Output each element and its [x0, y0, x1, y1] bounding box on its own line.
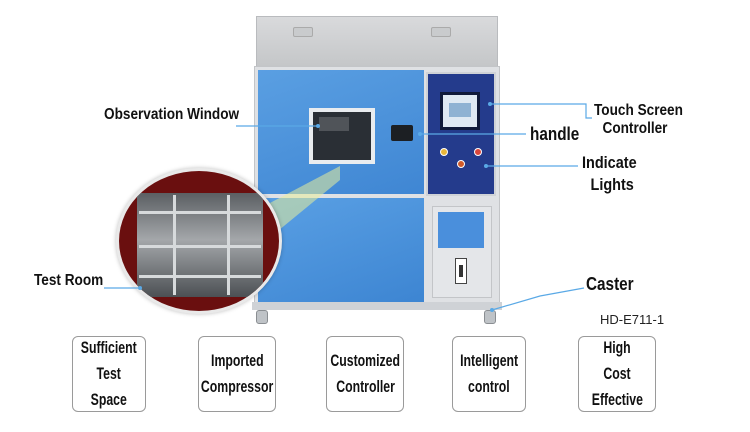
rack-bar [139, 245, 261, 248]
touch-screen-label-line2: Controller [602, 120, 668, 137]
indicator-light-2 [474, 148, 482, 156]
top-housing [256, 16, 498, 68]
feature-line1: High Cost [603, 338, 631, 383]
indicate-lights-label: Indicate Lights [582, 152, 637, 196]
power-socket [455, 258, 467, 284]
rack-post [227, 195, 230, 295]
feature-line2: Effective [591, 390, 643, 409]
feature-line1: Imported [210, 351, 264, 370]
rack-bar [139, 275, 261, 278]
rack-post [173, 195, 176, 295]
feature-line2: control [468, 377, 510, 396]
top-knob-left [293, 27, 313, 37]
handle-label: handle [530, 124, 580, 144]
vent-panel [438, 212, 484, 248]
door-handle [391, 125, 413, 141]
model-code: HD-E711-1 [600, 312, 665, 327]
rack-bar [139, 211, 261, 214]
touch-screen-label-line1: Touch Screen [594, 102, 683, 119]
feature-line1: Sufficient [81, 338, 137, 357]
feature-line1: Customized [330, 351, 400, 370]
feature-line2: Controller [335, 377, 395, 396]
caster-wheel-right [484, 310, 496, 324]
feature-box-intelligent-control: Intelligent control [452, 336, 526, 412]
indicate-lights-line2: Lights [590, 175, 634, 194]
observation-window-label: Observation Window [104, 106, 240, 123]
indicator-light-3 [457, 160, 465, 168]
feature-line1: Intelligent [459, 351, 519, 370]
feature-line2: Test Space [90, 364, 128, 409]
test-room-inset-photo [116, 168, 282, 314]
touch-screen [440, 92, 480, 130]
caster-label: Caster [586, 274, 634, 294]
base-rail [252, 302, 502, 310]
top-knob-right [431, 27, 451, 37]
indicate-lights-line1: Indicate [582, 153, 637, 172]
feature-line2: Compressor [200, 377, 274, 396]
touch-screen-controller-label: Touch Screen Controller [594, 102, 683, 138]
observation-window [309, 108, 375, 164]
caster-wheel-left [256, 310, 268, 324]
test-room-label: Test Room [34, 272, 104, 289]
indicator-light-1 [440, 148, 448, 156]
